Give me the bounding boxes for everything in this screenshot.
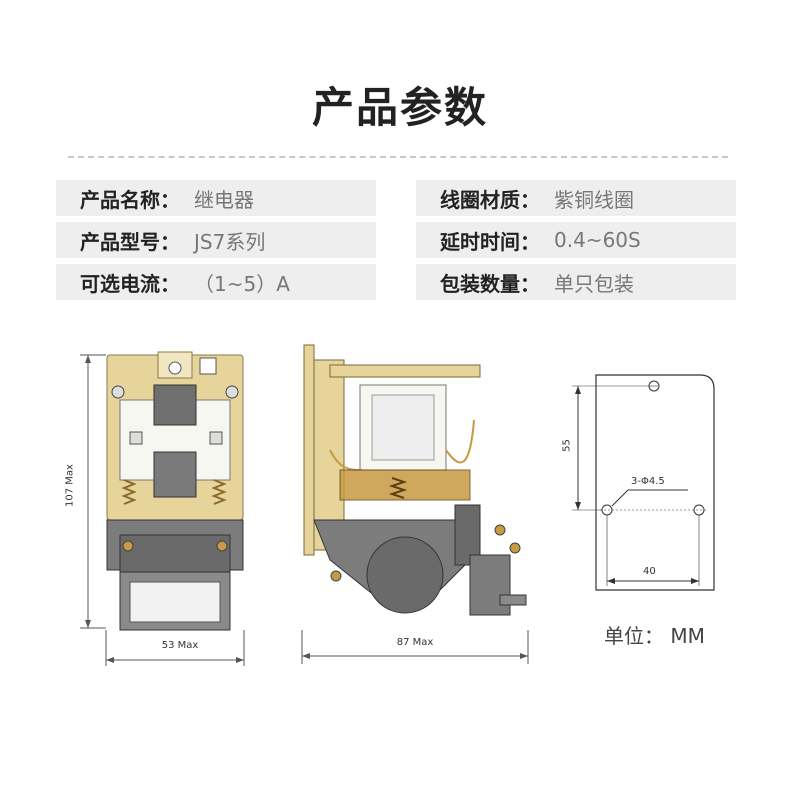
spec-row-name: 产品名称： 继电器 [56, 180, 376, 216]
unit-label: 单位： MM [604, 624, 705, 648]
spec-value: 0.4~60S [554, 228, 641, 252]
spec-value: JS7系列 [194, 229, 266, 254]
spec-key: 产品型号： [80, 229, 180, 254]
mount-height-label: 55 [561, 439, 573, 452]
dashed-divider [68, 156, 728, 158]
front-width-label: 53 Max [161, 640, 199, 651]
relay-side-view [301, 344, 529, 664]
mount-holes-label: 3-Φ4.5 [631, 476, 665, 487]
spec-row-package: 包装数量： 单只包装 [416, 264, 736, 300]
mount-spacing-label: 40 [643, 566, 656, 577]
spec-row-delay: 延时时间： 0.4~60S [416, 222, 736, 258]
spec-key: 产品名称： [80, 187, 180, 212]
relay-front-view [80, 351, 245, 666]
spec-row-model: 产品型号： JS7系列 [56, 222, 376, 258]
spec-row-current: 可选电流： （1~5）A [56, 264, 376, 300]
spec-value: 继电器 [194, 187, 254, 212]
page-title: 产品参数 [311, 83, 488, 132]
front-height-label: 107 Max [64, 464, 76, 507]
mounting-plate-drawing [572, 374, 715, 591]
side-width-label: 87 Max [396, 637, 434, 648]
spec-value: （1~5）A [194, 271, 290, 296]
spec-value: 紫铜线圈 [554, 187, 634, 212]
spec-key: 可选电流： [80, 271, 180, 296]
spec-value: 单只包装 [554, 271, 634, 296]
spec-key: 包装数量： [440, 271, 540, 296]
spec-row-coil: 线圈材质： 紫铜线圈 [416, 180, 736, 216]
spec-key: 延时时间： [440, 229, 540, 254]
spec-key: 线圈材质： [440, 187, 540, 212]
